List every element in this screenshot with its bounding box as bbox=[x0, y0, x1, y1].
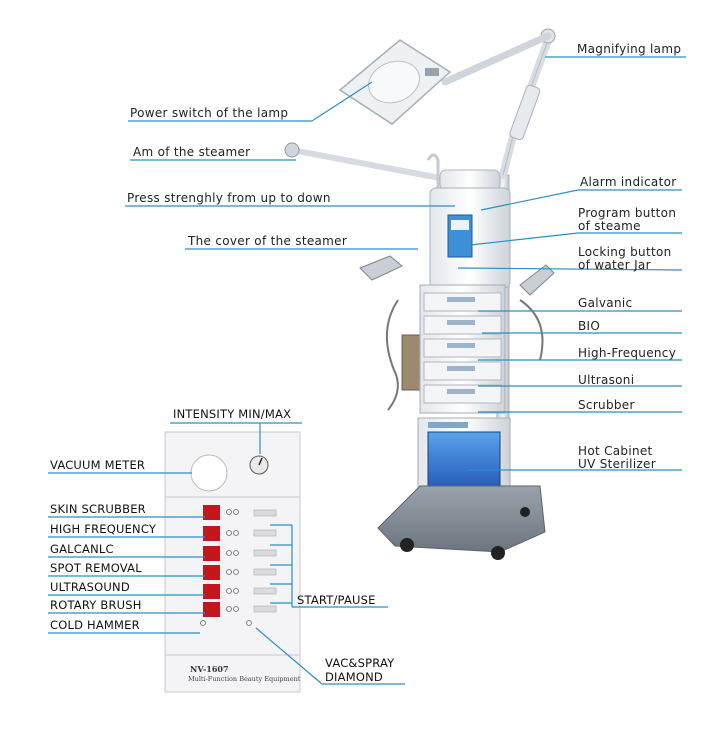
panel-subtitle: Multi-Function Beauty Equipment bbox=[188, 675, 301, 683]
label-press: Press strenghly from up to down bbox=[127, 191, 331, 205]
label-high-frequency: High-Frequency bbox=[578, 346, 677, 360]
label-power-switch: Power switch of the lamp bbox=[130, 106, 289, 120]
beauty-machine bbox=[284, 28, 556, 560]
label-cover-steamer: The cover of the steamer bbox=[188, 234, 348, 248]
label-scrubber: Scrubber bbox=[578, 398, 635, 412]
label-magnifying-lamp: Magnifying lamp bbox=[577, 42, 682, 56]
label-uv-sterilizer: UV Sterilizer bbox=[578, 457, 656, 471]
label-vac-spray: VAC&SPRAY bbox=[325, 656, 395, 670]
leader-lines-machine bbox=[125, 56, 686, 471]
label-locking-button-line2: of water Jar bbox=[578, 258, 651, 272]
label-bio: BIO bbox=[578, 319, 601, 333]
label-arm-steamer: Am of the steamer bbox=[133, 145, 251, 159]
label-galcanlc: GALCANLC bbox=[50, 542, 114, 556]
leader-lines-panel bbox=[48, 422, 405, 685]
label-alarm: Alarm indicator bbox=[580, 175, 677, 189]
label-locking-button: Locking button bbox=[578, 245, 672, 259]
label-vacuum-meter: VACUUM METER bbox=[50, 458, 146, 472]
label-program-button-line2: of steame bbox=[578, 219, 641, 233]
label-diamond: DIAMOND bbox=[325, 670, 383, 684]
label-ultrasound: ULTRASOUND bbox=[50, 580, 130, 594]
label-intensity: INTENSITY MIN/MAX bbox=[173, 407, 292, 421]
label-skin-scrubber: SKIN SCRUBBER bbox=[50, 502, 146, 516]
label-galvanic: Galvanic bbox=[578, 296, 633, 310]
panel-model-number: NV-1607 bbox=[190, 664, 229, 674]
label-hot-cabinet: Hot Cabinet bbox=[578, 444, 653, 458]
control-panel bbox=[164, 431, 301, 693]
label-start-pause: START/PAUSE bbox=[297, 593, 376, 607]
label-ultrasoni: Ultrasoni bbox=[578, 373, 635, 387]
label-rotary-brush: ROTARY BRUSH bbox=[50, 598, 142, 612]
label-spot-removal: SPOT REMOVAL bbox=[50, 561, 142, 575]
label-cold-hammer: COLD HAMMER bbox=[50, 618, 140, 632]
label-program-button: Program button bbox=[578, 206, 677, 220]
label-panel-high-frequency: HIGH FREQUENCY bbox=[50, 522, 157, 536]
